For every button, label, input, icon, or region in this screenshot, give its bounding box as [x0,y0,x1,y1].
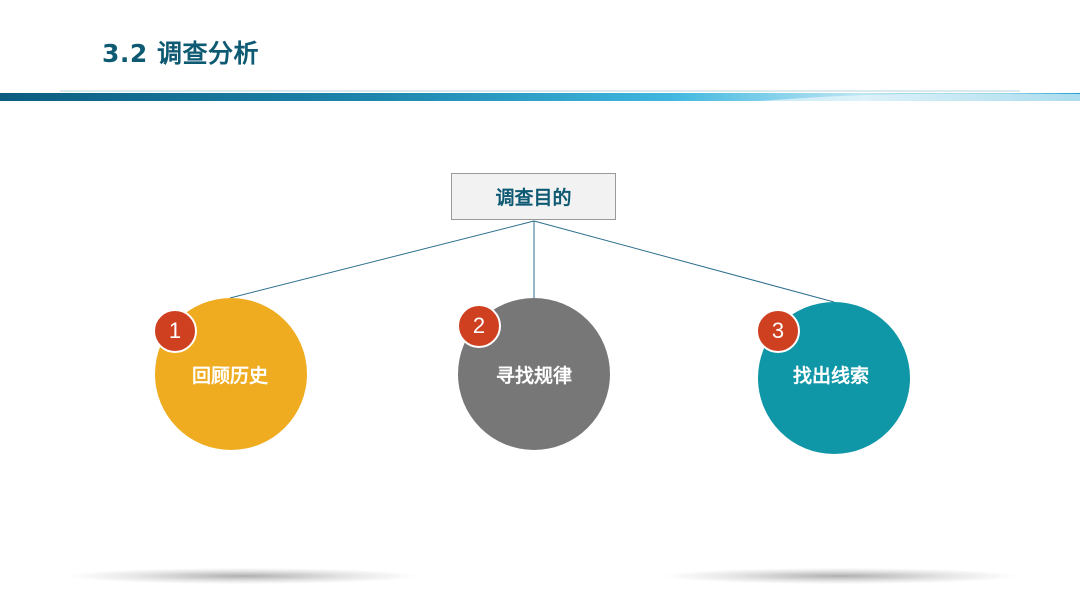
circle-node-1: 回顾历史 [155,298,307,450]
circle-node-3-label: 找出线索 [792,364,869,387]
header-decorative-band [0,84,1080,108]
floor-shadow-right [665,568,1015,584]
number-badge-2: 2 [457,304,501,348]
number-badge-1: 1 [153,309,197,353]
root-node-box: 调查目的 [451,173,616,220]
circle-node-1-label: 回顾历史 [191,364,268,387]
connector-line-3 [533,220,835,303]
circle-node-2-label: 寻找规律 [495,364,572,387]
number-badge-3: 3 [756,309,800,353]
page-title: 3.2 调查分析 [102,39,259,68]
floor-shadow-left [70,568,415,584]
connector-line-1 [229,220,535,299]
root-node-label: 调查目的 [495,187,572,209]
